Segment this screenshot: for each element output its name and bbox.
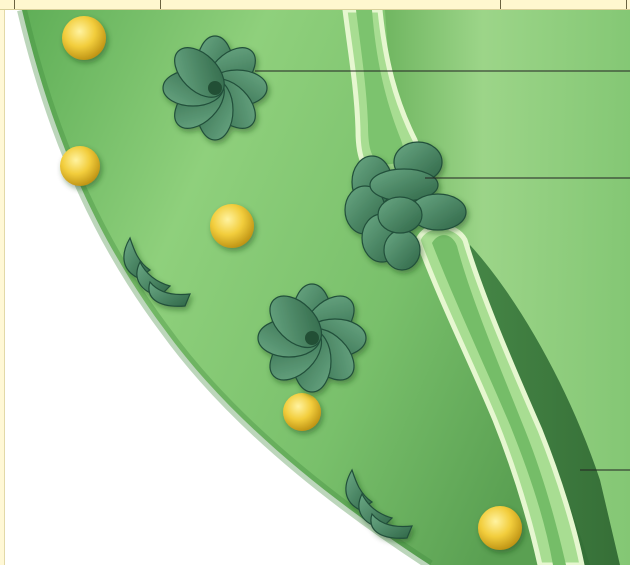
vesicle [62,16,106,60]
protein-complex-rosette [163,36,267,140]
divider-tick [14,0,15,9]
vesicle [60,146,100,186]
vesicle [210,204,254,248]
divider-tick [160,0,161,9]
vesicle [283,393,321,431]
left-edge-strip [0,10,5,565]
vesicle [478,506,522,550]
protein-complex-rosette [258,284,366,392]
label-strip [0,0,630,10]
divider-tick [500,0,501,9]
divider-tick [626,0,627,9]
